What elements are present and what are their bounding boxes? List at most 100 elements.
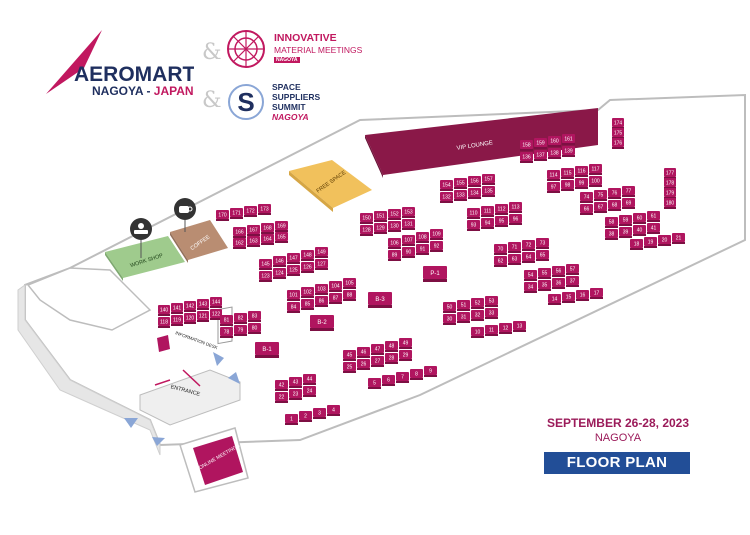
booth-117[interactable]: 117 <box>589 164 602 175</box>
booth-block[interactable] <box>289 389 302 398</box>
booth-111[interactable]: 111 <box>481 206 494 217</box>
booth-block[interactable] <box>259 271 272 280</box>
booth-151[interactable]: 151 <box>374 211 387 222</box>
booth-block[interactable] <box>184 301 196 310</box>
booth-block[interactable] <box>534 150 547 159</box>
booth-block[interactable] <box>482 186 495 195</box>
booth-9[interactable]: 9 <box>424 366 437 377</box>
booth-block[interactable] <box>248 323 261 332</box>
booth-block[interactable] <box>548 294 561 303</box>
booth-b-3[interactable]: B-3 <box>368 292 392 308</box>
booth-block[interactable] <box>561 180 574 189</box>
booth-block[interactable] <box>220 327 233 336</box>
booth-145[interactable]: 145 <box>259 259 272 270</box>
booth-block[interactable] <box>534 138 547 147</box>
booth-124[interactable]: 124 <box>273 268 286 279</box>
booth-block[interactable] <box>315 259 328 268</box>
booth-113[interactable]: 113 <box>509 202 522 213</box>
booth-19[interactable]: 19 <box>644 237 657 248</box>
booth-block[interactable] <box>481 206 494 215</box>
booth-55[interactable]: 55 <box>538 268 551 279</box>
booth-block[interactable] <box>647 211 660 220</box>
booth-92[interactable]: 92 <box>430 241 443 252</box>
booth-148[interactable]: 148 <box>301 250 314 261</box>
booth-block[interactable] <box>562 292 575 301</box>
booth-block[interactable] <box>608 188 621 197</box>
booth-block[interactable] <box>244 206 257 215</box>
booth-119[interactable]: 119 <box>171 315 183 326</box>
booth-32[interactable]: 32 <box>471 310 484 321</box>
booth-87[interactable]: 87 <box>329 293 342 304</box>
booth-10[interactable]: 10 <box>471 327 484 338</box>
booth-block[interactable] <box>388 221 401 230</box>
booth-block[interactable] <box>608 200 621 209</box>
booth-block[interactable] <box>619 215 632 224</box>
booth-29[interactable]: 29 <box>399 350 412 361</box>
booth-13[interactable]: 13 <box>513 321 526 332</box>
booth-176[interactable]: 176 <box>612 138 624 149</box>
booth-54[interactable]: 54 <box>524 270 537 281</box>
booth-155[interactable]: 155 <box>454 178 467 189</box>
booth-140[interactable]: 140 <box>158 305 170 316</box>
booth-block[interactable] <box>547 182 560 191</box>
booth-16[interactable]: 16 <box>576 290 589 301</box>
booth-101[interactable]: 101 <box>287 290 300 301</box>
booth-block[interactable] <box>547 170 560 179</box>
booth-block[interactable] <box>275 392 288 401</box>
booth-60[interactable]: 60 <box>633 213 646 224</box>
booth-block[interactable] <box>536 238 549 247</box>
booth-block[interactable] <box>343 362 356 371</box>
booth-block[interactable] <box>388 238 401 247</box>
booth-98[interactable]: 98 <box>561 180 574 191</box>
booth-71[interactable]: 71 <box>508 242 521 253</box>
booth-137[interactable]: 137 <box>534 150 547 161</box>
booth-block[interactable] <box>360 213 373 222</box>
booth-79[interactable]: 79 <box>234 325 247 336</box>
booth-164[interactable]: 164 <box>261 234 274 245</box>
booth-48[interactable]: 48 <box>385 341 398 352</box>
booth-block[interactable] <box>255 342 279 355</box>
booth-block[interactable] <box>612 128 624 137</box>
booth-block[interactable] <box>471 298 484 307</box>
booth-129[interactable]: 129 <box>374 223 387 234</box>
booth-block[interactable] <box>315 296 328 305</box>
booth-141[interactable]: 141 <box>171 303 183 314</box>
booth-28[interactable]: 28 <box>385 353 398 364</box>
booth-block[interactable] <box>575 178 588 187</box>
booth-block[interactable] <box>360 225 373 234</box>
booth-block[interactable] <box>562 134 575 143</box>
booth-block[interactable] <box>343 350 356 359</box>
booth-block[interactable] <box>664 178 676 187</box>
booth-block[interactable] <box>566 264 579 273</box>
booth-49[interactable]: 49 <box>399 338 412 349</box>
booth-block[interactable] <box>594 202 607 211</box>
booth-146[interactable]: 146 <box>273 256 286 267</box>
booth-126[interactable]: 126 <box>301 262 314 273</box>
booth-block[interactable] <box>633 225 646 234</box>
booth-block[interactable] <box>508 242 521 251</box>
booth-block[interactable] <box>385 341 398 350</box>
booth-23[interactable]: 23 <box>289 389 302 400</box>
booth-173[interactable]: 173 <box>258 204 271 215</box>
booth-b-2[interactable]: B-2 <box>310 315 334 331</box>
booth-67[interactable]: 67 <box>594 202 607 213</box>
booth-70[interactable]: 70 <box>494 244 507 255</box>
booth-block[interactable] <box>580 204 593 213</box>
booth-block[interactable] <box>399 350 412 359</box>
booth-58[interactable]: 58 <box>605 217 618 228</box>
booth-24[interactable]: 24 <box>303 386 316 397</box>
booth-block[interactable] <box>233 238 246 247</box>
booth-52[interactable]: 52 <box>471 298 484 309</box>
booth-95[interactable]: 95 <box>495 216 508 227</box>
booth-block[interactable] <box>424 366 437 375</box>
booth-174[interactable]: 174 <box>612 118 624 129</box>
booth-170[interactable]: 170 <box>216 210 229 221</box>
booth-35[interactable]: 35 <box>538 280 551 291</box>
booth-167[interactable]: 167 <box>247 225 260 236</box>
booth-44[interactable]: 44 <box>303 374 316 385</box>
booth-block[interactable] <box>454 190 467 199</box>
booth-135[interactable]: 135 <box>482 186 495 197</box>
booth-block[interactable] <box>171 315 183 324</box>
booth-1[interactable]: 1 <box>285 414 298 425</box>
booth-block[interactable] <box>357 347 370 356</box>
